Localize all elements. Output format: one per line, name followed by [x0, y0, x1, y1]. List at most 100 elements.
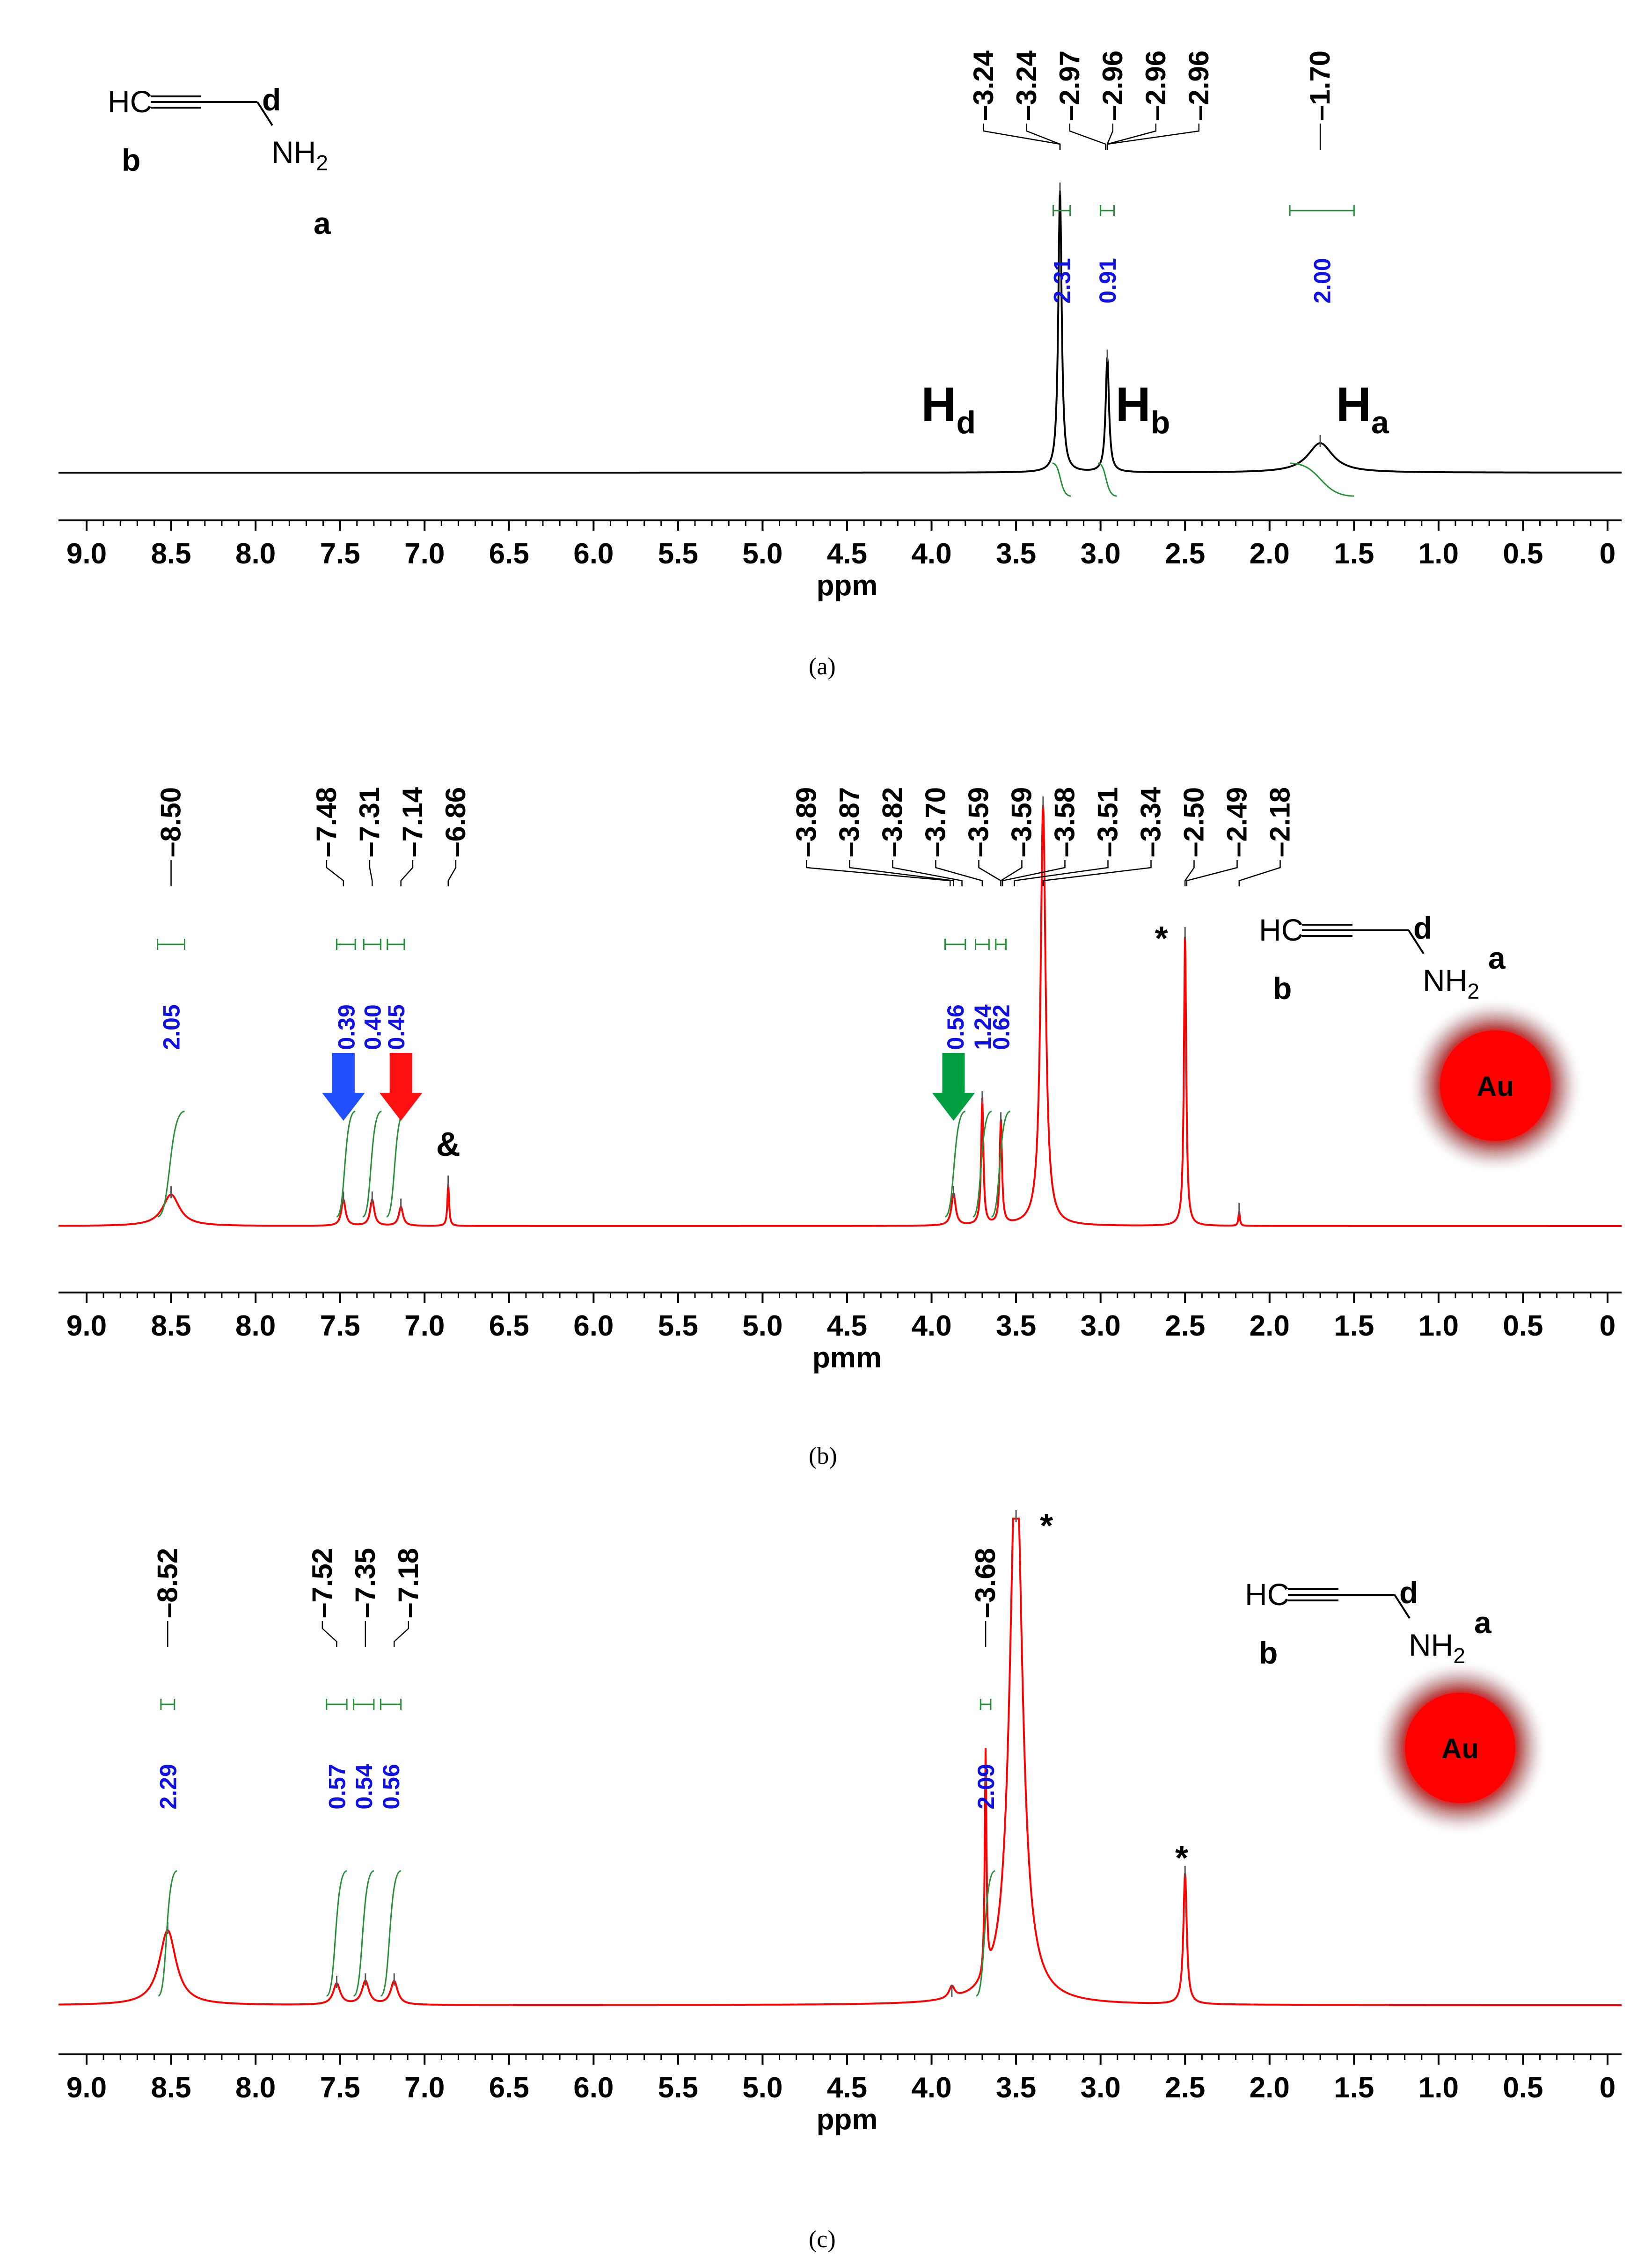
peak-label: –3.34: [1135, 787, 1166, 857]
x-tick-label: 7.0: [404, 2072, 445, 2104]
structure-nh2: NH2: [1423, 963, 1479, 1003]
integral-value: 0.54: [351, 1764, 377, 1810]
integral-bracket: [157, 939, 185, 950]
integral-bracket: [1100, 205, 1115, 216]
x-tick-label: 6.0: [573, 538, 614, 570]
peak-label: –7.31: [354, 787, 385, 857]
peak-label: –3.51: [1092, 787, 1123, 857]
structure-nh2: NH2: [1409, 1628, 1465, 1668]
x-tick-label: 9.0: [66, 2072, 107, 2104]
spectrum-line: [58, 804, 1622, 1227]
x-tick-label: 0: [1600, 2072, 1615, 2104]
peak-label: –2.49: [1221, 787, 1252, 857]
peak-label: –3.58: [1049, 787, 1080, 857]
single-bond: [256, 101, 273, 126]
proton-subscript: d: [956, 405, 976, 440]
peak-label: –7.18: [393, 1548, 424, 1618]
peak-label: –3.24: [968, 50, 999, 121]
peak-label-leader: [1000, 860, 1023, 886]
shift-arrow: [932, 1053, 975, 1121]
integral-value: 0.57: [324, 1764, 350, 1809]
peak-label-leader: [983, 124, 1061, 150]
integral-curve: [972, 1110, 992, 1218]
integral-bracket: [353, 1699, 375, 1710]
x-tick-label: 3.0: [1081, 2072, 1121, 2104]
peak-label: –3.70: [920, 787, 951, 857]
peak-label-leader: [326, 860, 344, 886]
peak-label: –7.14: [397, 787, 428, 857]
panel-caption-a: (a): [809, 653, 836, 680]
x-tick-label: 6.5: [489, 2072, 529, 2104]
integral-bracket: [336, 939, 356, 950]
integral-value: 1.24: [970, 1004, 996, 1050]
peak-label-leader: [1001, 860, 1066, 886]
au-nanoparticle: [1440, 1030, 1550, 1141]
peak-label: –3.89: [790, 787, 822, 857]
x-tick-label: 7.5: [320, 2072, 360, 2104]
peak-label-leader: [400, 860, 414, 886]
x-tick-label: 4.5: [827, 1310, 867, 1342]
integral-value: 0.62: [988, 1004, 1015, 1050]
integral-curve: [944, 1110, 966, 1218]
panel-caption-c: (c): [809, 2226, 836, 2253]
x-tick-label: 3.5: [996, 538, 1036, 570]
peak-label-leader: [1014, 860, 1109, 886]
x-tick-label: 4.0: [911, 538, 951, 570]
x-tick-label: 7.5: [320, 538, 360, 570]
x-tick-label: 7.0: [404, 1310, 445, 1342]
x-tick-label: 8.5: [151, 2072, 191, 2104]
x-tick-label: 8.0: [235, 2072, 276, 2104]
label-d: d: [1413, 911, 1432, 945]
x-tick-label: 5.0: [742, 538, 782, 570]
x-tick-label: 1.5: [1334, 538, 1374, 570]
peak-label: –3.82: [877, 787, 908, 857]
integral-curve: [353, 1870, 374, 1997]
x-tick-label: 0: [1600, 1310, 1615, 1342]
x-tick-label: 6.5: [489, 538, 529, 570]
x-tick-label: 7.0: [404, 538, 445, 570]
x-tick-label: 3.0: [1081, 1310, 1121, 1342]
integral-curve: [157, 1870, 178, 1997]
integral-curve: [991, 1110, 1011, 1218]
shift-arrow: [379, 1053, 423, 1121]
x-tick-label: 5.5: [658, 2072, 698, 2104]
label-d: d: [262, 82, 281, 117]
au-label: Au: [1477, 1071, 1514, 1102]
x-tick-label: 6.0: [573, 1310, 614, 1342]
au-label: Au: [1441, 1733, 1479, 1764]
peak-label-leader: [1042, 860, 1152, 886]
peak-label: –2.97: [1054, 51, 1085, 121]
integral-value: 0.91: [1095, 258, 1121, 303]
integral-bracket: [380, 1699, 402, 1710]
proton-label: Ha: [1336, 378, 1389, 440]
peak-label-leader: [1184, 860, 1195, 886]
peak-label-leader: [447, 860, 457, 886]
peak-label-leader: [1106, 124, 1114, 150]
peak-annotation: *: [1040, 1507, 1053, 1545]
peak-label: –3.68: [970, 1548, 1001, 1618]
x-tick-label: 9.0: [66, 538, 107, 570]
x-axis-label: ppm: [817, 570, 878, 602]
panel-caption-b: (b): [809, 1443, 837, 1469]
structure-hc: HC: [1259, 913, 1303, 947]
integral-bracket: [944, 939, 966, 950]
x-tick-label: 9.0: [66, 1310, 107, 1342]
peak-label-leader: [1106, 124, 1200, 150]
x-tick-label: 0.5: [1503, 538, 1543, 570]
peak-label-leader: [1238, 860, 1281, 886]
peak-label: –2.96: [1097, 51, 1128, 121]
integral-curve: [975, 1870, 995, 1997]
x-tick-label: 5.0: [742, 1310, 782, 1342]
x-tick-label: 8.5: [151, 1310, 191, 1342]
spectrum-line: [58, 190, 1622, 474]
peak-label: –6.86: [440, 787, 471, 857]
integral-curve: [1290, 462, 1354, 497]
structure-hc: HC: [1245, 1577, 1289, 1612]
x-tick-label: 0.5: [1503, 1310, 1543, 1342]
integral-value: 0.56: [378, 1764, 404, 1809]
